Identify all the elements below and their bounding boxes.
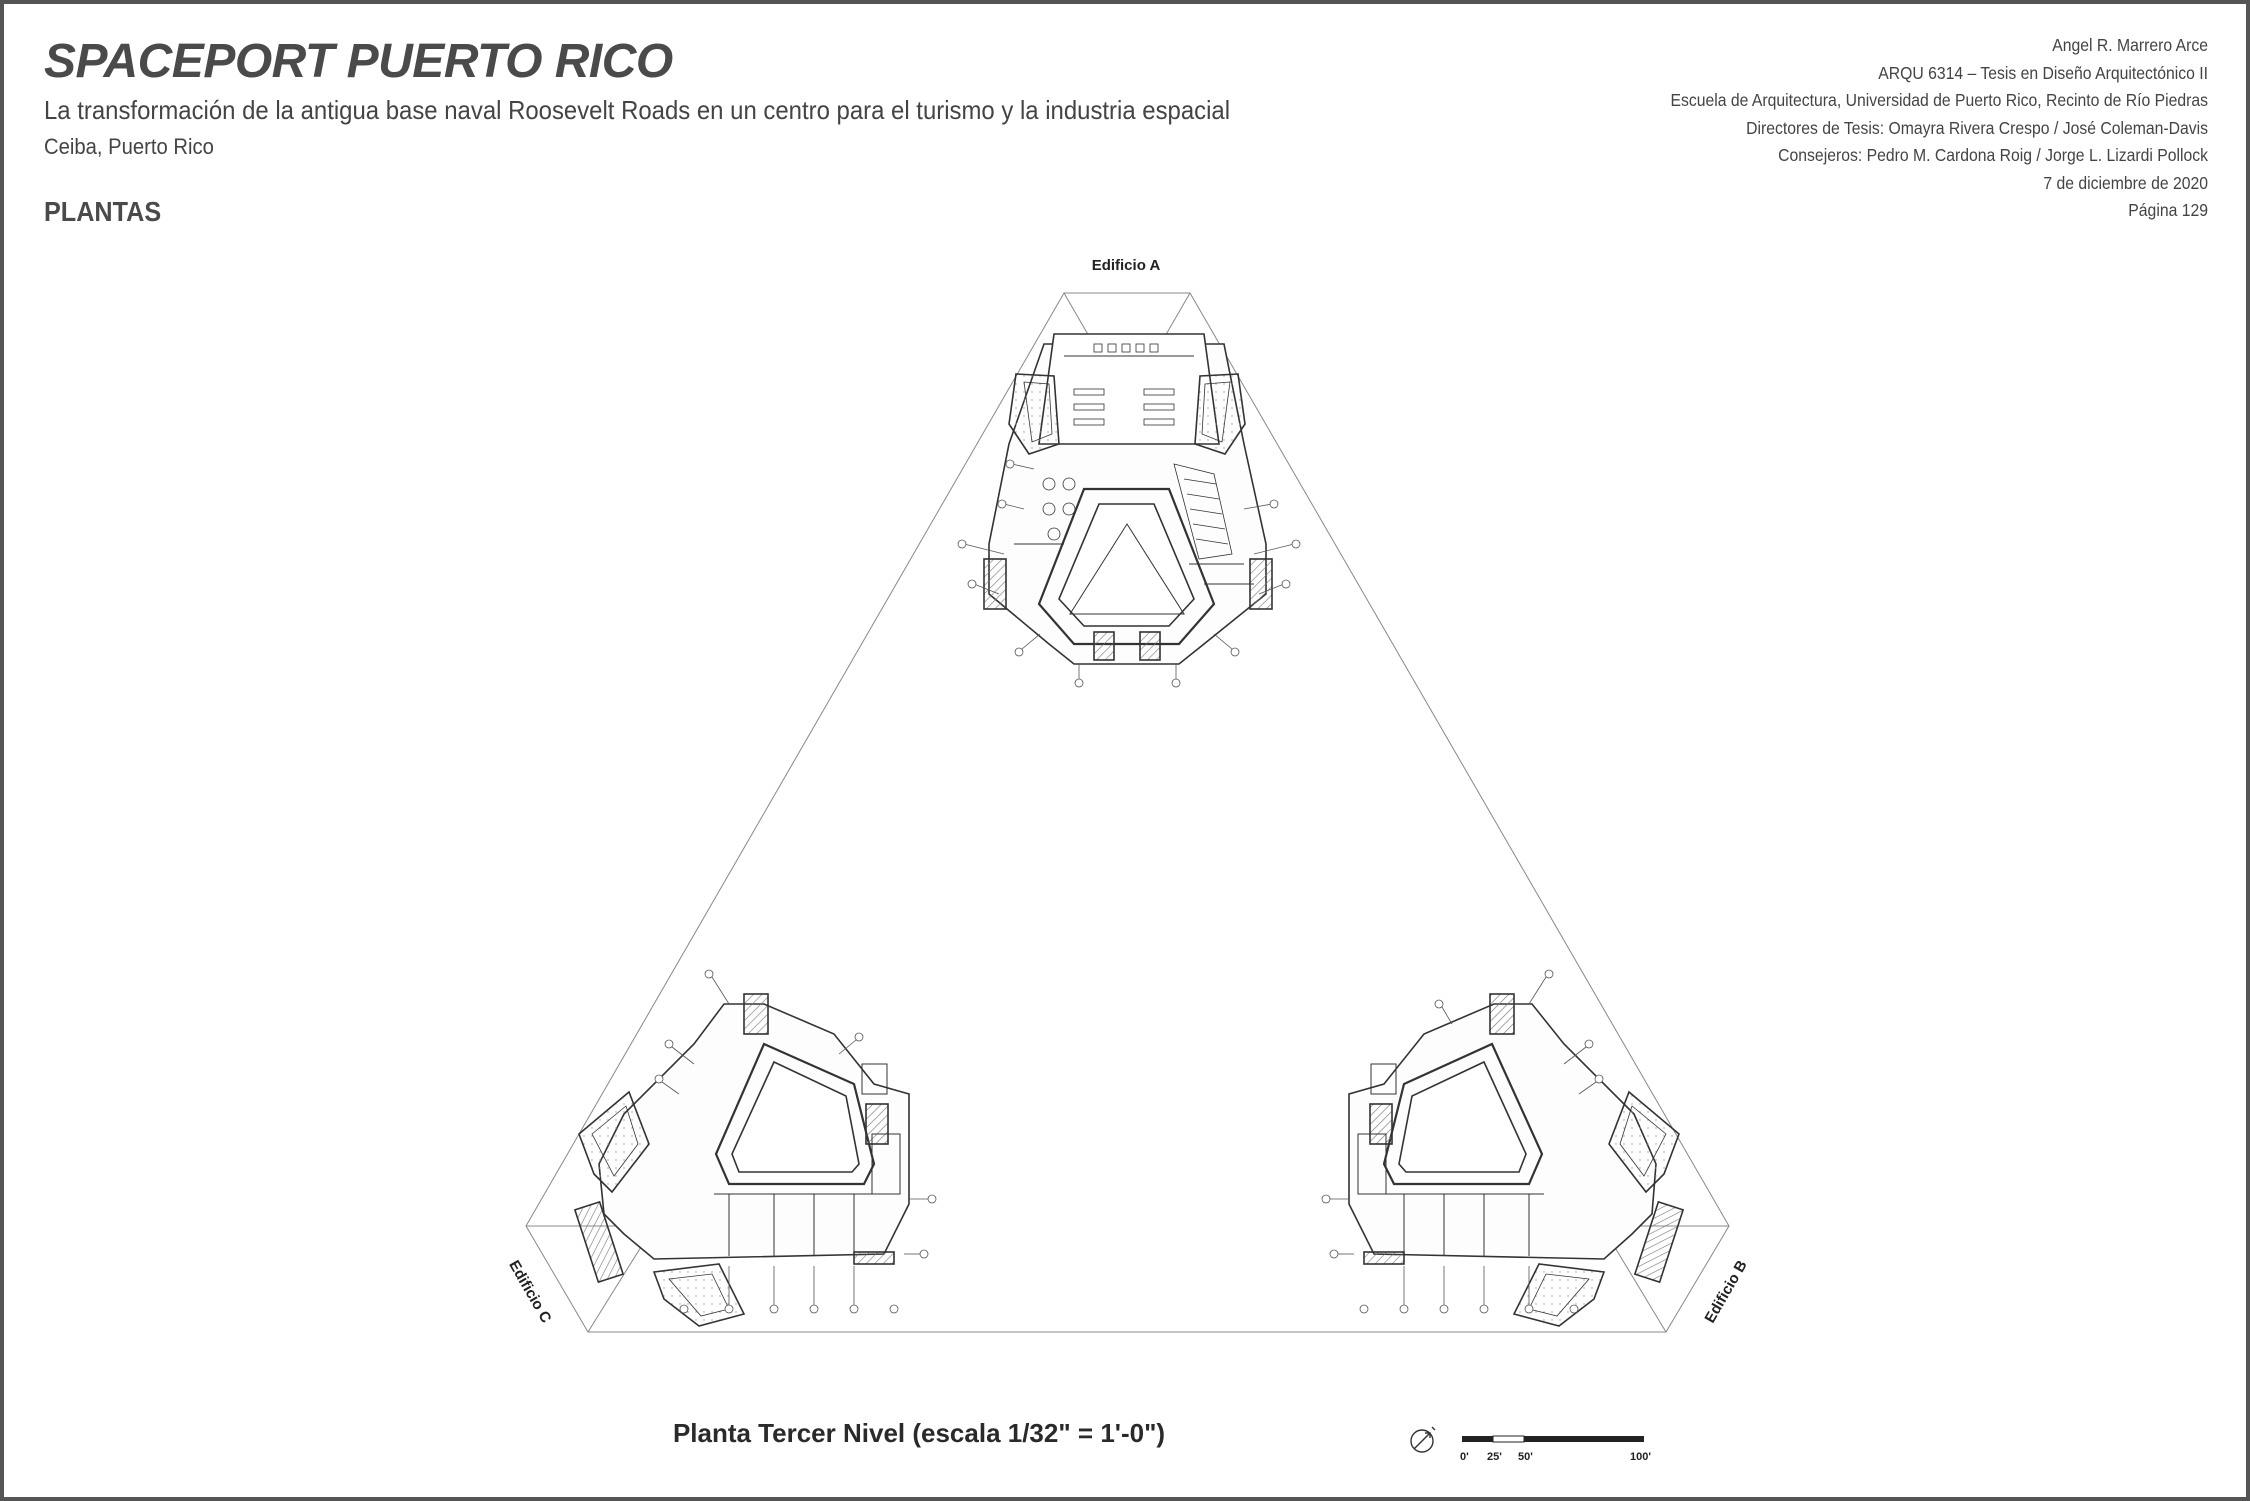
label-building-a: Edificio A	[1092, 257, 1161, 274]
grid-markers-a	[957, 459, 1301, 688]
plan-caption: Planta Tercer Nivel (escala 1/32" = 1'-0…	[672, 1418, 1166, 1448]
building-a-plan	[983, 333, 1273, 665]
thesis-directors: Directores de Tesis: Omayra Rivera Cresp…	[1746, 117, 2208, 138]
page-number: Página 129	[2128, 200, 2208, 220]
scale-tick-50: 50'	[1518, 1451, 1533, 1463]
building-b-plan	[1348, 993, 1685, 1327]
course: ARQU 6314 – Tesis en Diseño Arquitectóni…	[1878, 62, 2208, 83]
scale-tick-25: 25'	[1487, 1451, 1502, 1463]
project-location: Ceiba, Puerto Rico	[44, 134, 214, 159]
project-title: SPACEPORT PUERTO RICO	[44, 35, 673, 88]
title-block: Angel R. Marrero Arce ARQU 6314 – Tesis …	[1308, 32, 2208, 225]
section-title: PLANTAS	[44, 196, 162, 227]
scale-bar: 0' 25' 50' 100'	[1410, 1426, 1651, 1463]
label-building-b: Edificio B	[1701, 1257, 1750, 1326]
north-arrow-icon	[1410, 1426, 1436, 1453]
school: Escuela de Arquitectura, Universidad de …	[1670, 90, 2208, 110]
label-building-c: Edificio C	[505, 1258, 554, 1327]
scale-tick-100: 100'	[1630, 1451, 1651, 1463]
scale-tick-0: 0'	[1460, 1451, 1469, 1463]
grid-markers-c	[654, 969, 937, 1314]
advisors: Consejeros: Pedro M. Cardona Roig / Jorg…	[1778, 145, 2208, 165]
header: SPACEPORT PUERTO RICO La transformación …	[44, 34, 1344, 228]
project-subtitle: La transformación de la antigua base nav…	[44, 95, 1231, 125]
grid-markers-b	[1321, 969, 1604, 1314]
floor-plan-drawing: Edificio A Edificio B Edificio C	[505, 257, 1751, 1333]
date: 7 de diciembre de 2020	[2043, 172, 2208, 193]
author: Angel R. Marrero Arce	[2052, 35, 2208, 55]
building-c-plan	[573, 993, 910, 1327]
